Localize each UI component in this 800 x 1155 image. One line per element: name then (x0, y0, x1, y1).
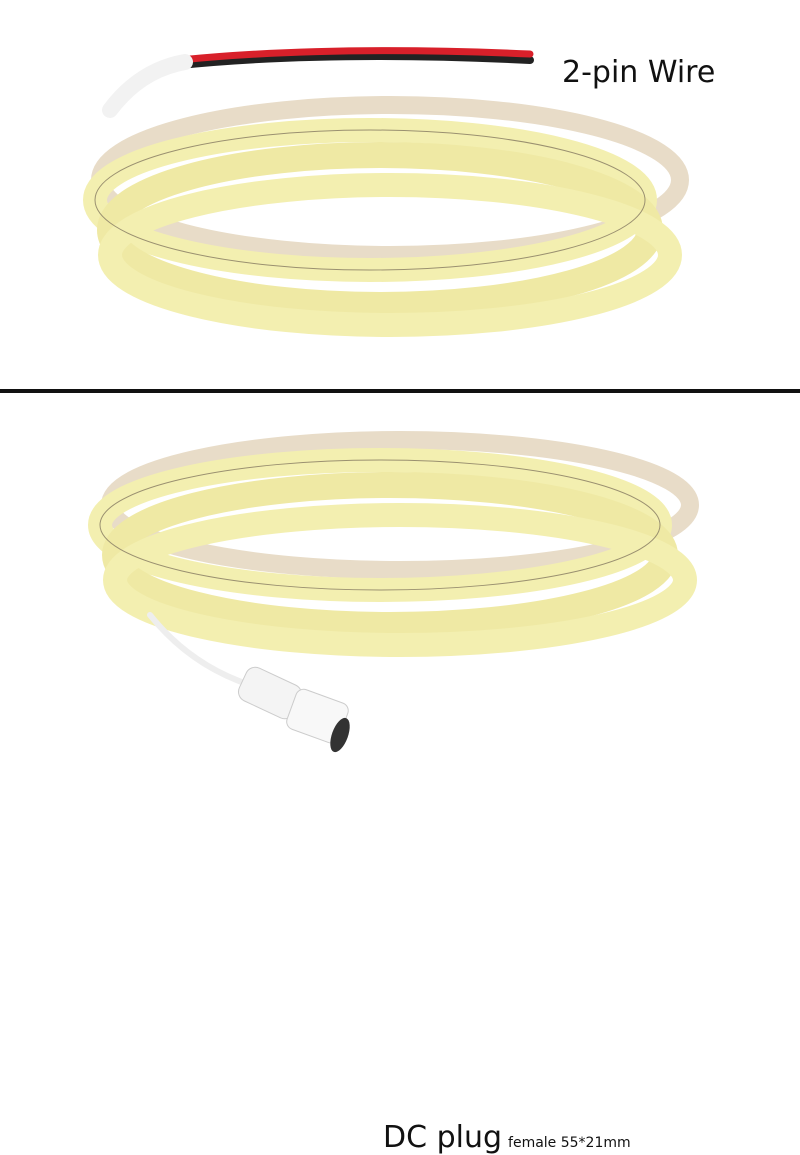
dc-plug-spec: female 55*21mm (508, 1135, 631, 1151)
led-strip-coil-with-dc-plug-image (88, 431, 699, 753)
led-strip-coil-with-wire-image (83, 47, 689, 337)
divider (0, 389, 800, 393)
bottom-panel-dc-plug: DC plug female 55*21mm (0, 395, 800, 1155)
wire-label: 2-pin Wire (562, 55, 716, 90)
top-panel-2pin-wire: 2-pin Wire (0, 0, 800, 390)
dc-plug-label: DC plug female 55*21mm (383, 1120, 631, 1155)
dc-plug-connector (237, 666, 350, 753)
dc-plug-title: DC plug (383, 1120, 503, 1155)
